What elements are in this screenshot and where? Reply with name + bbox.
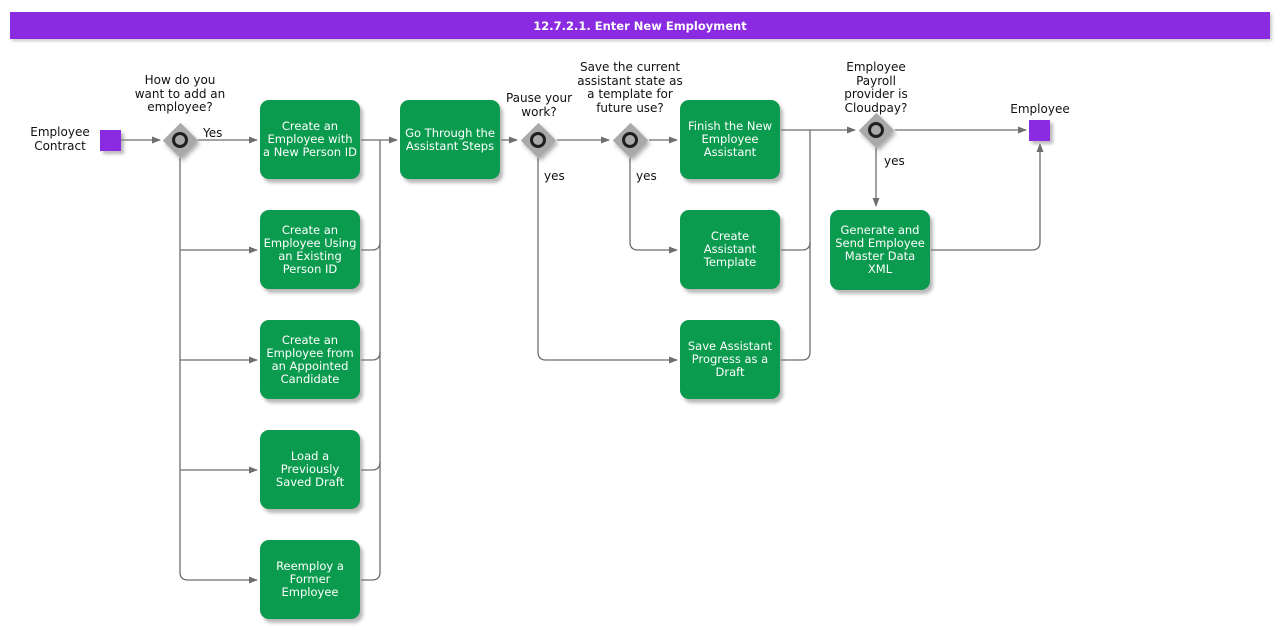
decision-circle-icon [622, 132, 638, 148]
activity-create-employee-existing-person-id[interactable]: Create an Employee Using an Existing Per… [260, 210, 360, 289]
edge-label-save-template-yes: yes [636, 169, 657, 183]
activity-create-assistant-template[interactable]: Create Assistant Template [680, 210, 780, 289]
activity-create-employee-appointed-candidate[interactable]: Create an Employee from an Appointed Can… [260, 320, 360, 399]
start-event-node[interactable] [100, 130, 121, 151]
activity-generate-send-master-data-xml[interactable]: Generate and Send Employee Master Data X… [830, 210, 930, 290]
decision-save-template-question: Save the current assistant state as a te… [577, 60, 683, 115]
activity-label: Go Through the Assistant Steps [405, 125, 495, 153]
edge-label-add-employee-yes: Yes [203, 126, 223, 140]
decision-circle-icon [172, 132, 188, 148]
activity-reemploy-former-employee[interactable]: Reemploy a Former Employee [260, 540, 360, 619]
activity-load-previously-saved-draft[interactable]: Load a Previously Saved Draft [260, 430, 360, 509]
activity-finish-new-employee-assistant[interactable]: Finish the New Employee Assistant [680, 100, 780, 179]
decision-add-employee[interactable] [162, 122, 198, 158]
decision-payroll-cloudpay[interactable] [858, 112, 894, 148]
title-bar: 12.7.2.1. Enter New Employment [10, 12, 1270, 39]
activity-label: Create Assistant Template [703, 229, 757, 269]
activity-label: Finish the New Employee Assistant [687, 119, 772, 159]
decision-save-template[interactable] [612, 122, 648, 158]
end-event-label: Employee [1010, 102, 1070, 116]
decision-pause-work[interactable] [520, 122, 556, 158]
activity-label: Generate and Send Employee Master Data X… [835, 223, 925, 276]
activity-label: Create an Employee from an Appointed Can… [266, 332, 354, 386]
activity-label: Reemploy a Former Employee [276, 559, 344, 599]
decision-pause-work-question: Pause your work? [505, 91, 573, 119]
activity-create-employee-new-person-id[interactable]: Create an Employee with a New Person ID [260, 100, 360, 179]
start-event-label: Employee Contract [30, 125, 90, 153]
activity-label: Save Assistant Progress as a Draft [687, 339, 773, 379]
decision-circle-icon [530, 132, 546, 148]
activity-label: Create an Employee Using an Existing Per… [263, 222, 357, 276]
decision-circle-icon [868, 122, 884, 138]
activity-label: Create an Employee with a New Person ID [263, 119, 357, 159]
activity-go-through-assistant-steps[interactable]: Go Through the Assistant Steps [400, 100, 500, 179]
decision-add-employee-question: How do you want to add an employee? [134, 73, 226, 114]
page-title: 12.7.2.1. Enter New Employment [533, 18, 747, 33]
edge-label-pause-work-yes: yes [544, 169, 565, 183]
decision-payroll-cloudpay-question: Employee Payroll provider is Cloudpay? [844, 60, 908, 115]
connector-group [121, 126, 1044, 584]
edge-label-payroll-cloudpay-yes: yes [884, 154, 905, 168]
end-event-node[interactable] [1029, 120, 1050, 141]
activity-label: Load a Previously Saved Draft [275, 449, 345, 489]
activity-save-assistant-progress-draft[interactable]: Save Assistant Progress as a Draft [680, 320, 780, 399]
